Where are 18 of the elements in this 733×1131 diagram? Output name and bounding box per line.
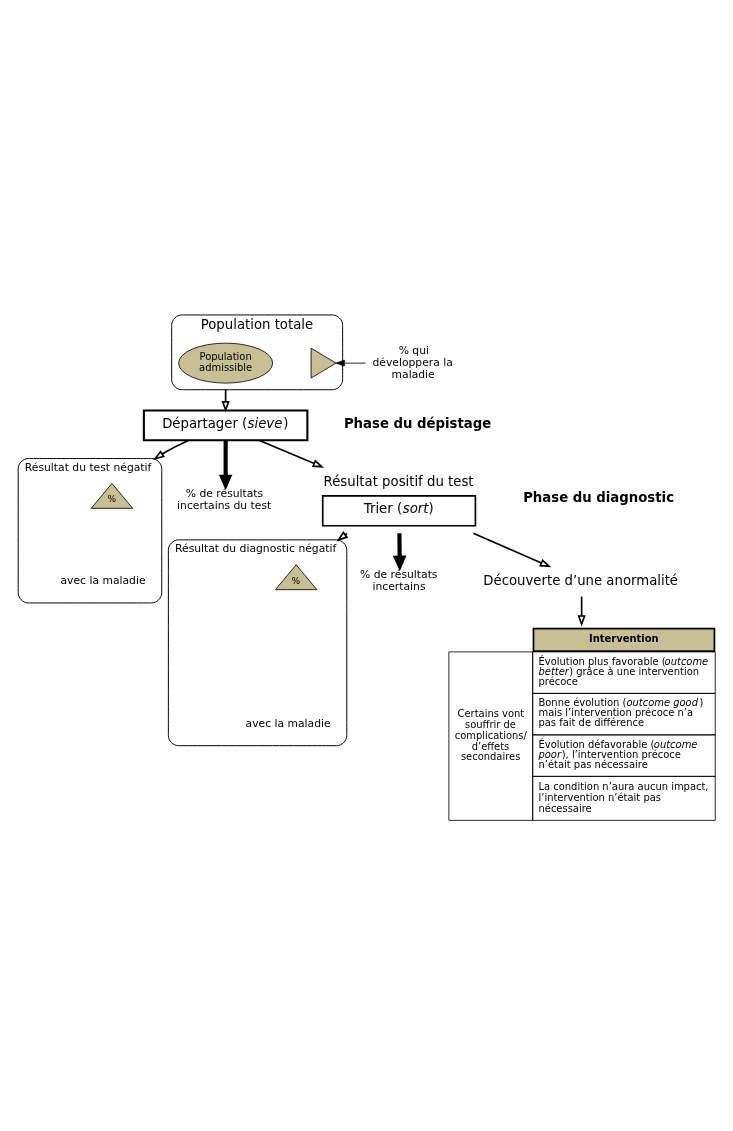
arrow bbox=[392, 532, 407, 571]
node-text: % de résultats incertains du test bbox=[177, 486, 272, 512]
node-label: Résultat positif du test bbox=[323, 473, 474, 489]
node-text: % qui développera la maladie bbox=[372, 343, 453, 381]
node-triangle bbox=[310, 347, 337, 378]
arrow bbox=[153, 439, 190, 460]
arrow bbox=[577, 595, 586, 627]
node-box: Départager (sieve) bbox=[142, 408, 309, 441]
arrow bbox=[258, 439, 325, 468]
node-ellipse: Population admissible bbox=[178, 342, 274, 383]
arrow bbox=[218, 440, 233, 490]
label: Phase du diagnostic bbox=[523, 489, 675, 505]
arrow bbox=[335, 359, 366, 366]
label: Phase du dépistage bbox=[343, 415, 492, 431]
node-box: Trier (sort) bbox=[321, 494, 477, 527]
node-text: % de résultats incertains bbox=[360, 567, 438, 593]
node-text: Découverte d’une anormalité bbox=[483, 572, 679, 588]
arrow bbox=[472, 531, 552, 567]
